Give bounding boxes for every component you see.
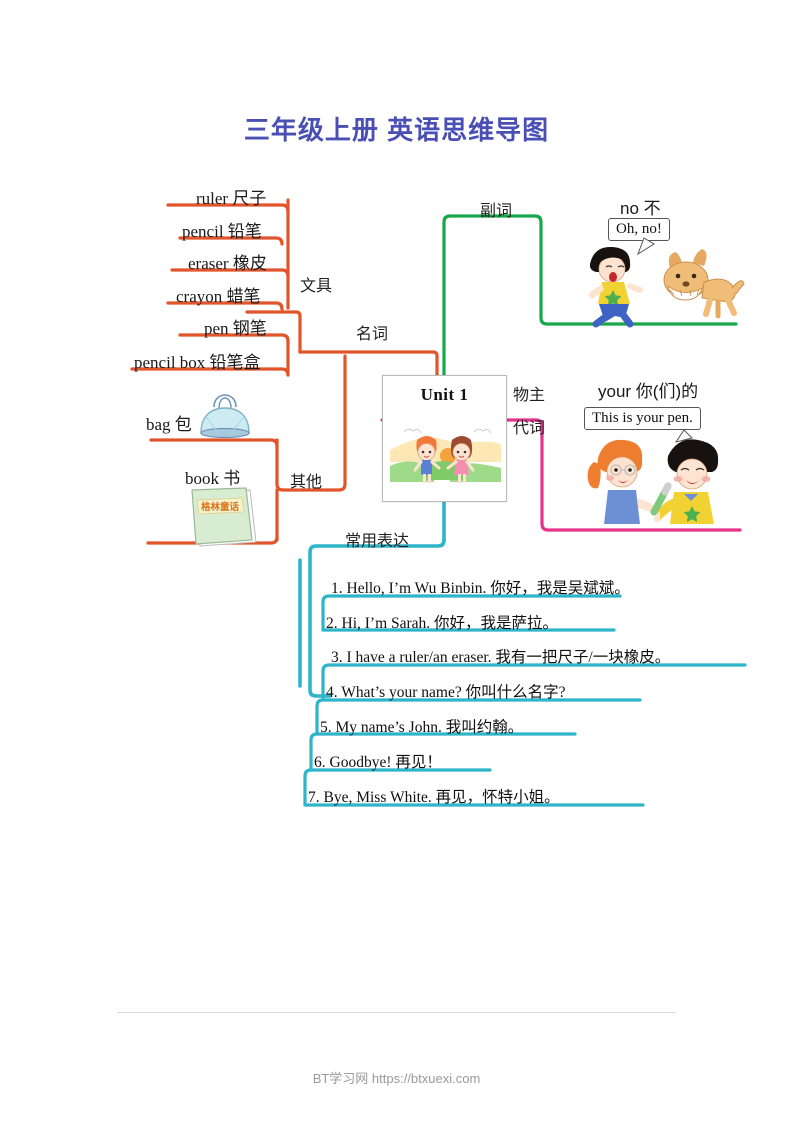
other-item-bag: bag 包 bbox=[146, 415, 192, 434]
adverb-word: no 不 bbox=[620, 199, 661, 218]
stationery-item-pen: pen 钢笔 bbox=[204, 319, 267, 338]
footer-divider bbox=[118, 1012, 676, 1013]
book-illustration: 格林童话 bbox=[191, 487, 257, 547]
branch-label-adverb: 副词 bbox=[480, 203, 513, 220]
adverb-speech-bubble: Oh, no! bbox=[608, 218, 670, 241]
possessive-speech-bubble: This is your pen. bbox=[584, 407, 701, 430]
boy-and-dog-illustration bbox=[588, 237, 745, 328]
expression-item: 3. I have a ruler/an eraser. 我有一把尺子/一块橡皮… bbox=[331, 649, 671, 666]
book-cover-title: 格林童话 bbox=[201, 501, 240, 513]
expression-item: 7. Bye, Miss White. 再见，怀特小姐。 bbox=[308, 789, 560, 806]
girl-and-boy-illustration bbox=[587, 429, 719, 524]
expression-item: 4. What’s your name? 你叫什么名字? bbox=[326, 684, 566, 701]
center-node-label: Unit 1 bbox=[420, 385, 469, 404]
stationery-item-pencil: pencil 铅笔 bbox=[182, 222, 262, 241]
branch-label-other: 其他 bbox=[290, 474, 323, 491]
expression-item: 1. Hello, I’m Wu Binbin. 你好，我是吴斌斌。 bbox=[331, 580, 630, 597]
expression-item: 6. Goodbye! 再见！ bbox=[314, 754, 442, 771]
possessive-word: your 你(们)的 bbox=[598, 382, 699, 401]
bag-illustration bbox=[200, 394, 250, 439]
center-node-unit1[interactable]: Unit 1 bbox=[382, 375, 507, 502]
branch-label-expressions: 常用表达 bbox=[345, 533, 410, 550]
stationery-item-ruler: ruler 尺子 bbox=[196, 189, 267, 208]
page-title: 三年级上册 英语思维导图 bbox=[243, 115, 550, 145]
expression-item: 5. My name’s John. 我叫约翰。 bbox=[320, 719, 524, 736]
branch-label-possessive-1: 物主 bbox=[513, 387, 546, 404]
stationery-item-crayon: crayon 蜡笔 bbox=[176, 287, 261, 306]
branch-label-possessive-2: 代词 bbox=[513, 420, 546, 437]
branch-label-stationery: 文具 bbox=[300, 278, 333, 295]
stationery-item-pencil-box: pencil box 铅笔盒 bbox=[134, 353, 261, 372]
two-girls-illustration bbox=[390, 410, 501, 495]
expression-item: 2. Hi, I’m Sarah. 你好，我是萨拉。 bbox=[326, 615, 559, 632]
footer-watermark: BT学习网 https://btxuexi.com bbox=[312, 1071, 481, 1086]
other-item-book: book 书 bbox=[185, 469, 241, 488]
stationery-item-eraser: eraser 橡皮 bbox=[188, 254, 267, 273]
branch-label-noun: 名词 bbox=[356, 326, 389, 343]
